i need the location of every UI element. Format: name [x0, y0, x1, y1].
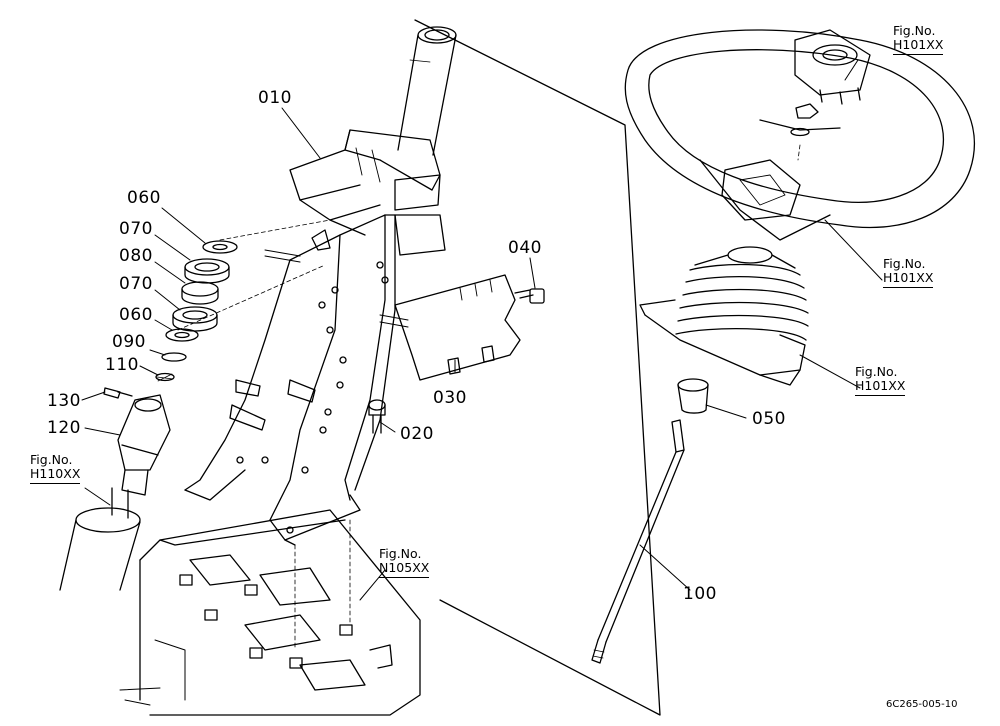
fig-prefix: Fig.No. [855, 364, 898, 379]
fig-prefix: Fig.No. [893, 23, 936, 38]
bearing-stack [156, 241, 237, 381]
fig-ref-frame[interactable]: Fig.No. N105XX [379, 546, 430, 578]
fig-ref-code: H101XX [883, 271, 934, 288]
bushing-050 [678, 379, 708, 413]
bellows-boot [640, 247, 808, 385]
fig-ref-code: N105XX [379, 561, 430, 578]
steering-column-tube [398, 27, 456, 155]
fig-ref-wheel-top[interactable]: Fig.No. H101XX [893, 23, 944, 55]
part-label-010: 010 [258, 88, 292, 108]
subassembly-panel-outline [415, 20, 660, 715]
fig-ref-boot[interactable]: Fig.No. H101XX [855, 364, 906, 396]
lower-shaft [60, 488, 140, 590]
bolt-020 [369, 400, 385, 433]
part-label-080: 080 [119, 246, 153, 266]
part-label-040: 040 [508, 238, 542, 258]
part-label-090: 090 [112, 332, 146, 352]
mounting-plate [395, 275, 520, 380]
part-label-050: 050 [752, 409, 786, 429]
part-label-070: 070 [119, 274, 153, 294]
column-bracket-frame [185, 130, 445, 545]
part-label-100: 100 [683, 584, 717, 604]
part-label-060: 060 [119, 305, 153, 325]
fig-ref-wheel-side[interactable]: Fig.No. H101XX [883, 256, 934, 288]
fig-prefix: Fig.No. [379, 546, 422, 561]
floor-frame [120, 510, 420, 715]
fig-prefix: Fig.No. [30, 452, 73, 467]
fig-ref-code: H101XX [855, 379, 906, 396]
part-label-070: 070 [119, 219, 153, 239]
bolt-040 [515, 289, 544, 303]
fig-ref-code: H110XX [30, 467, 81, 484]
fig-ref-code: H101XX [893, 38, 944, 55]
label-leaders [82, 60, 882, 600]
drawing-code: 6C265-005-10 [886, 699, 958, 710]
steering-wheel [625, 30, 974, 240]
part-label-130: 130 [47, 391, 81, 411]
part-label-020: 020 [400, 424, 434, 444]
part-label-030: 030 [433, 388, 467, 408]
steering-shaft [592, 420, 684, 663]
fig-prefix: Fig.No. [883, 256, 926, 271]
part-label-110: 110 [105, 355, 139, 375]
part-label-120: 120 [47, 418, 81, 438]
universal-joint [104, 388, 170, 495]
fig-ref-shaft-left[interactable]: Fig.No. H110XX [30, 452, 81, 484]
part-label-060: 060 [127, 188, 161, 208]
dashed-leaders [178, 220, 350, 650]
